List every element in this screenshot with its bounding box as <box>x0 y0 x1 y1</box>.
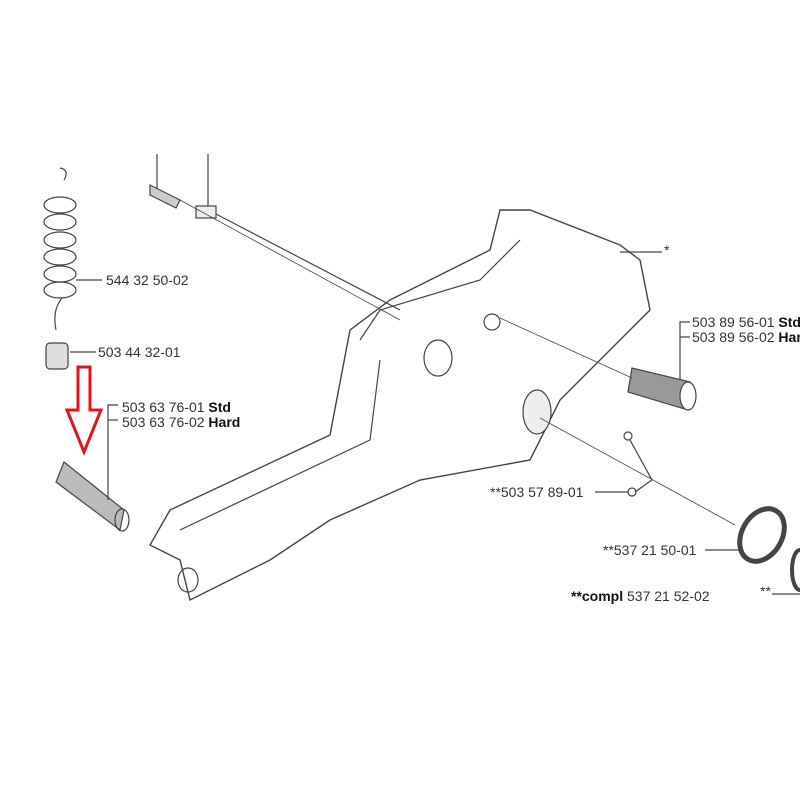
part-number: 503 63 76-02 <box>122 414 205 430</box>
part-number: 503 89 56-01 <box>692 314 775 330</box>
variant: Hard <box>778 329 800 345</box>
variant: Hard <box>208 414 241 430</box>
label-av-rear-std: 503 89 56-01 Std <box>692 315 800 330</box>
tank-housing <box>149 209 651 602</box>
front-av-spring <box>55 404 130 532</box>
compl-prefix: **compl <box>571 588 624 604</box>
variant: Std <box>778 314 800 330</box>
fuel-hose-coil <box>43 167 102 331</box>
label-av-front-hard: 503 63 76-02 Hard <box>122 415 240 430</box>
oil-pump-part <box>539 417 736 526</box>
label-compl: **compl 537 21 52-02 <box>571 589 710 604</box>
label-tank-star: * <box>664 242 670 258</box>
label-fuel-filter: 503 44 32-01 <box>98 344 181 360</box>
label-seal2-star: ** <box>760 583 771 599</box>
seal <box>705 506 800 595</box>
vent-cable <box>149 154 401 321</box>
variant: Std <box>208 399 231 415</box>
part-number: 503 89 56-02 <box>692 329 775 345</box>
part-number: 537 21 52-02 <box>627 588 710 604</box>
label-av-rear-hard: 503 89 56-02 Hard <box>692 330 800 345</box>
rear-av-spring <box>499 317 697 411</box>
fuel-filter <box>45 342 96 370</box>
red-down-arrow <box>64 365 104 456</box>
label-av-front-std: 503 63 76-01 Std <box>122 400 231 415</box>
label-oil-pump-part: **503 57 89-01 <box>490 484 584 500</box>
part-number: 503 63 76-01 <box>122 399 205 415</box>
label-seal: **537 21 50-01 <box>603 542 697 558</box>
label-fuel-hose: 544 32 50-02 <box>106 272 189 288</box>
